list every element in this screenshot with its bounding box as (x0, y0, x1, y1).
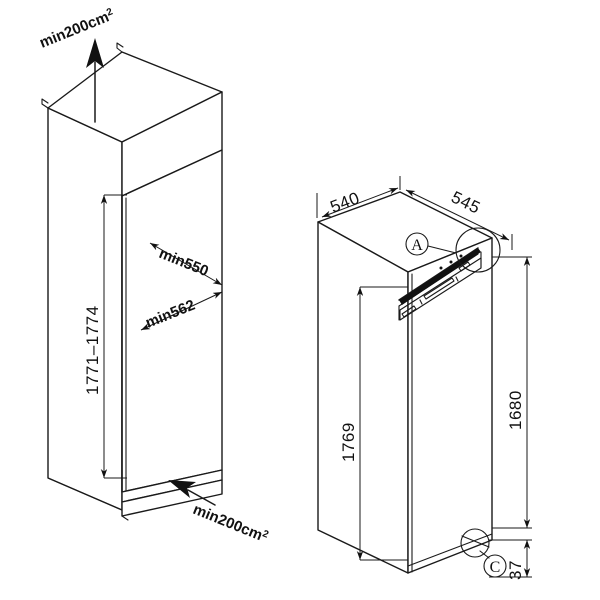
rail-fastener-3 (439, 266, 443, 270)
niche-cavity (121, 149, 223, 503)
niche-bottom-left-edge (47, 477, 123, 511)
niche-plinth (47, 477, 223, 521)
detail-callout-c: C (479, 550, 507, 578)
detail-zone-c (460, 528, 490, 558)
rail-fastener-2 (459, 254, 463, 258)
dim-1680: 1680 (492, 256, 532, 529)
bottom-ventilation-label-group: min200cm2 (191, 501, 271, 546)
top-vent-arrow-head (86, 38, 104, 68)
niche-plinth-right-tick (121, 515, 129, 521)
callout-a-leader (427, 245, 457, 254)
rail-tick-2 (455, 276, 459, 282)
top-ventilation-arrow (86, 38, 104, 123)
niche-top-notch (116, 42, 124, 53)
bottom-ventilation-arrow (168, 480, 216, 506)
rail-dark-band (399, 248, 481, 305)
niche-plinth-face (121, 479, 223, 517)
dim-1680-text: 1680 (506, 390, 525, 430)
bottom-ventilation-label: min200cm2 (191, 501, 271, 546)
niche-top-left-notch (41, 98, 49, 109)
dim-37-text: 37 (506, 560, 525, 580)
detail-zone-c-circle (460, 528, 490, 558)
dim-1769-text: 1769 (339, 422, 358, 462)
foot-line (461, 535, 490, 548)
rail-slot-2 (423, 277, 455, 300)
dim-37: 37 (489, 539, 532, 580)
rail-fastener-1 (449, 260, 453, 264)
rail-slot-1 (401, 305, 417, 318)
hinge-rail-detail (398, 247, 482, 321)
appliance-side-face (317, 221, 409, 574)
left-niche-diagram: min200cm2 min200cm2 1771–1774 min5 (37, 6, 271, 546)
callout-c-leader (479, 550, 490, 559)
dim-1769: 1769 (339, 286, 408, 561)
dim-540-line (321, 187, 399, 218)
bottom-vent-arrow-shaft (187, 489, 216, 506)
rail-slot-3 (458, 261, 471, 272)
niche-height-dim-text: 1771–1774 (83, 305, 102, 395)
top-ventilation-label-group: min200cm2 (37, 6, 117, 51)
bottom-vent-arrow-head (168, 480, 196, 498)
right-appliance-diagram: A C 540 (316, 176, 532, 580)
callout-c-letter: C (490, 559, 501, 576)
top-ventilation-label: min200cm2 (37, 6, 117, 51)
niche-width-dim-line (140, 291, 223, 331)
niche-height-dimension: 1771–1774 (83, 194, 127, 479)
appliance-front-skirt (407, 533, 493, 567)
callout-a-letter: A (411, 237, 423, 254)
dim-545-line (405, 189, 510, 241)
appliance-body (317, 191, 493, 574)
rail-tick-1 (419, 299, 423, 305)
niche-depth-dim-line (149, 242, 223, 286)
